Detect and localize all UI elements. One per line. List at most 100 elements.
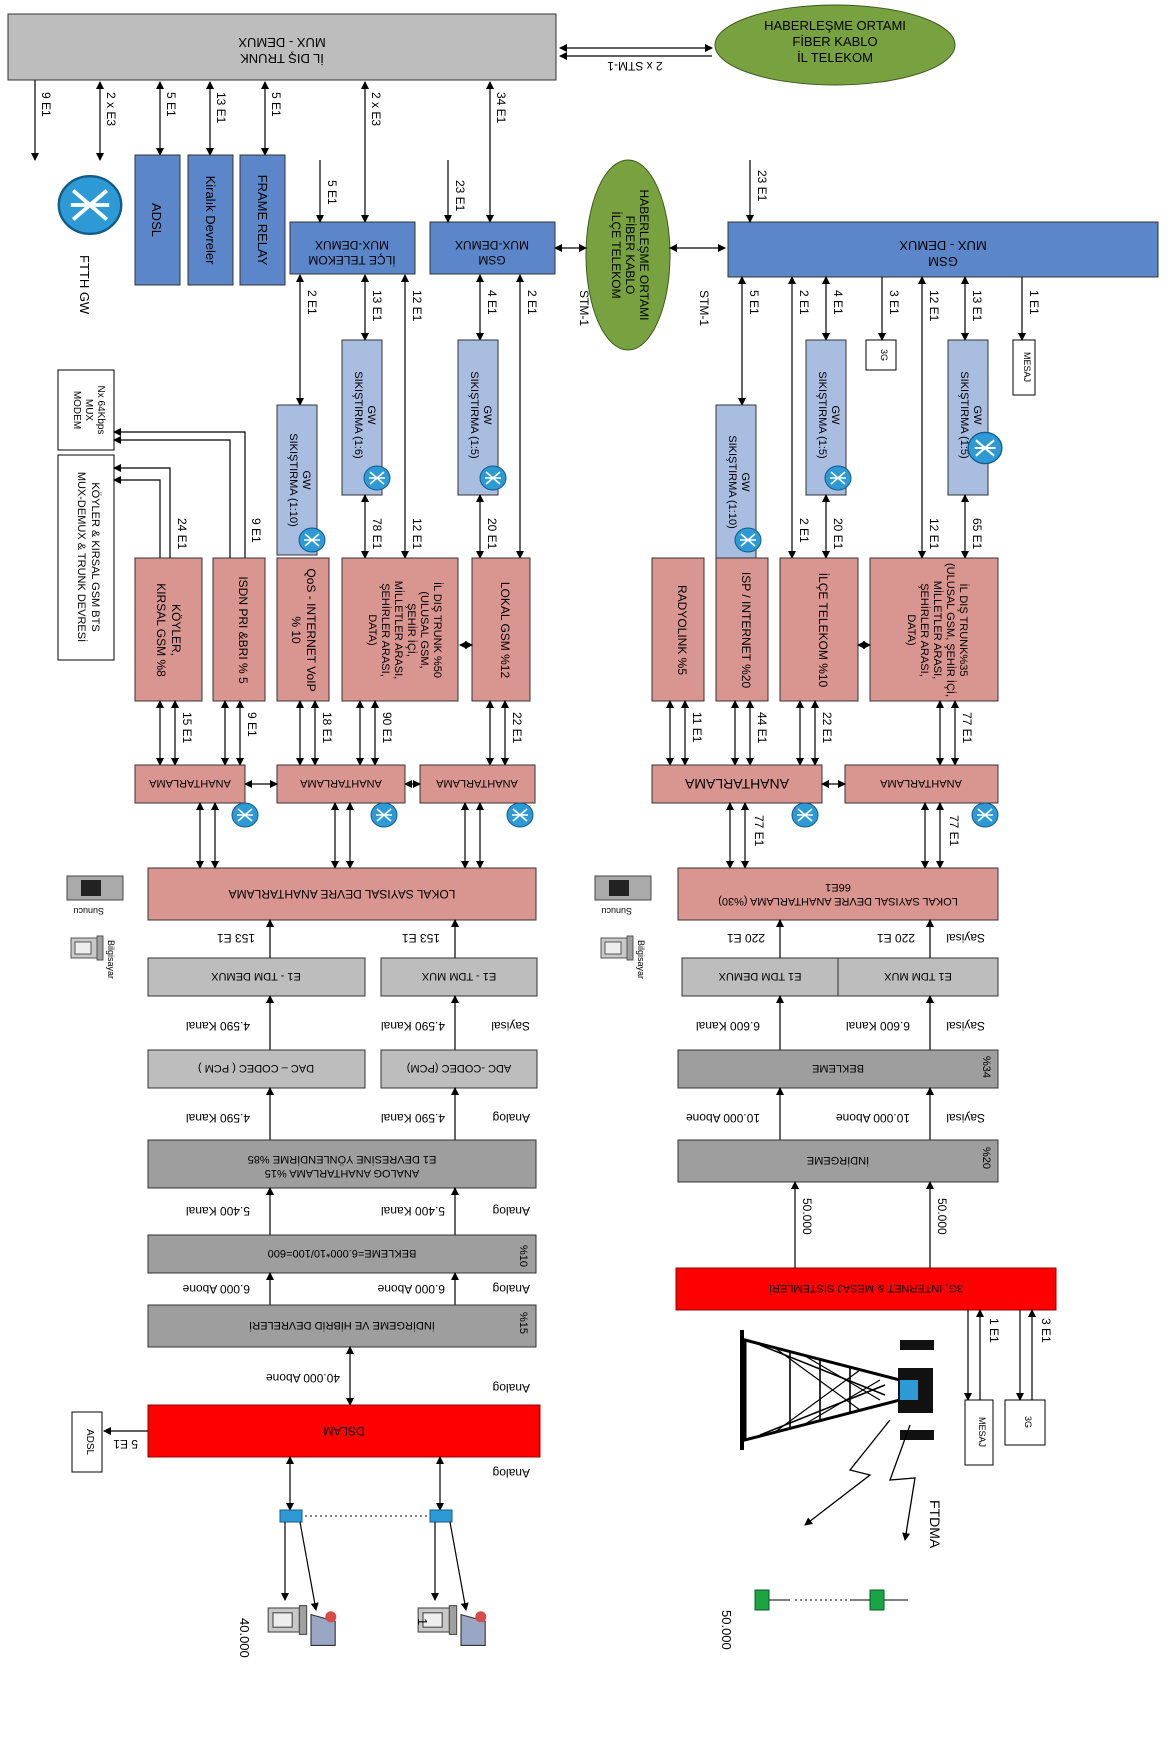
right-50000-b: 50.000 [935, 1198, 949, 1235]
splitter-icon [280, 1510, 302, 1522]
right-link-22e1: 22 E1 [820, 712, 834, 744]
analog-left-a: Analog [493, 1111, 530, 1125]
kanal-4590-left-c: 4.590 Kanal [186, 1111, 250, 1125]
ilce-telekom-label: İLÇE TELEKOM %10 [816, 573, 830, 688]
right-link-13e1: 13 E1 [970, 290, 984, 322]
right-3e1-bottom: 3 E1 [1039, 1318, 1053, 1343]
right-link-65e1: 65 E1 [970, 518, 984, 550]
ilce-telekom-mux-label: İLÇE TELEKOMMUX-DEMUX [308, 238, 395, 267]
sunucu-label: Sunucu [73, 906, 104, 916]
trunk-link-5e1-b: 5 E1 [269, 92, 283, 117]
analog-left-b: Analog [493, 1204, 530, 1218]
left-link-12e1-b: 12 E1 [410, 518, 424, 550]
tdm-mux-right-label: E1 TDM MUX [884, 970, 952, 982]
lokal-sayisal-left-label: LOKAL SAYISAL DEVRE ANAHTARLAMA [229, 887, 456, 901]
right-link-11e1: 11 E1 [690, 712, 704, 743]
router-icon [299, 528, 325, 552]
right-kanal-6600-b: 6.600 Kanal [846, 1019, 910, 1033]
isp-label: ISP / INTERNET %20 [739, 572, 753, 689]
kanal-4590-left-b: 4.590 Kanal [381, 1019, 445, 1033]
anahtarlama-label-1: ANAHTARLAMA [148, 777, 230, 789]
router-icon [735, 528, 761, 552]
router-icon [792, 803, 818, 827]
isdn-label: ISDN PRI &BRI % 5 [236, 576, 250, 684]
gsm-in-23e1: 23 E1 [453, 180, 467, 212]
abone-40000: 40.000 Abone [266, 1371, 340, 1385]
anahtarlama-right-label-2: ANAHTARLAMA [879, 777, 961, 789]
left-link-18e1: 18 E1 [320, 712, 334, 744]
computer-icon [71, 936, 103, 960]
left-link-24e1: 24 E1 [175, 518, 189, 550]
right-link-4e1: 4 E1 [831, 290, 845, 315]
server-icon [67, 876, 123, 900]
computer-icon [268, 1606, 306, 1635]
analog-left-d: Analog [493, 1381, 530, 1395]
bekleme-right-label: BEKLEME [812, 1062, 864, 1074]
right-link-2e1: 2 E1 [797, 290, 811, 315]
e1-153-left-b: 153 E1 [402, 931, 440, 945]
abone-6000-a: 6.000 Abone [182, 1282, 250, 1296]
left-link-4e1: 4 E1 [485, 290, 499, 315]
right-50000-a: 50.000 [800, 1198, 814, 1235]
mesaj-label-bottom: MESAJ [977, 1417, 987, 1447]
mesaj-label-top: MESAJ [1022, 352, 1032, 382]
mobile-phone-icon [755, 1590, 769, 1610]
router-icon [968, 432, 1002, 463]
subscriber-1: 1 [415, 1618, 430, 1625]
tdm-demux-left-label: E1 - TDM DEMUX [211, 970, 301, 982]
radio-link-1-icon [805, 1420, 890, 1525]
dslam-label: DSLAM [323, 1424, 364, 1438]
adsl-service-label: ADSL [149, 203, 164, 237]
server-icon [595, 876, 651, 900]
indirgeme-right-label: İNDİRGEME [807, 1154, 869, 1167]
ftth-gw-label: FTTH GW [77, 255, 92, 315]
lokal-sayisal-right-box [678, 868, 998, 920]
bekleme-left-label: BEKLEME=6.000*10/100=600 [268, 1247, 417, 1259]
kanal-4590-left-a: 4.590 Kanal [186, 1019, 250, 1033]
router-icon [371, 803, 397, 827]
right-link-1e1: 1 E1 [1027, 290, 1041, 315]
left-link-78e1: 78 E1 [370, 518, 384, 550]
right-50000-mobiles: 50.000 [719, 1610, 734, 1650]
kanal-5400-b: 5.400 Kanal [381, 1204, 445, 1218]
right-1e1-bottom: 1 E1 [987, 1318, 1001, 1343]
kanal-4590-left-d: 4.590 Kanal [381, 1111, 445, 1125]
ilce-in-5e1: 5 E1 [325, 180, 339, 205]
right-gsm-in-23e1: 23 E1 [755, 170, 769, 202]
right-link-20e1: 20 E1 [831, 518, 845, 550]
left-link-9e1-c: 9 E1 [245, 712, 259, 737]
router-icon [364, 466, 390, 490]
dac-codec-label: DAC – CODEC ( PCM ) [198, 1062, 314, 1074]
anahtarlama-label-2: ANAHTARLAMA [299, 777, 381, 789]
left-link-9e1: 9 E1 [249, 518, 263, 543]
splitter-icon [430, 1510, 452, 1522]
right-link-2e1-b: 2 E1 [797, 518, 811, 543]
ftth-router-icon [59, 176, 121, 234]
right-link-5e1: 5 E1 [747, 290, 761, 315]
right-sayisal-a: Sayisal [946, 931, 985, 945]
phone-icon [461, 1611, 486, 1645]
sunucu-label-right: Sunucu [601, 906, 632, 916]
pct20-label: %20 [980, 1147, 992, 1169]
left-link-22e1: 22 E1 [510, 712, 524, 744]
router-icon [825, 466, 851, 490]
pct10-label: %10 [517, 1245, 529, 1267]
analog-left-c: Analog [493, 1282, 530, 1296]
radyolink-label: RADYOLINK %5 [675, 585, 689, 675]
tdm-demux-right-label: E1 TDM DEMUX [718, 970, 802, 982]
left-link-12e1: 12 E1 [410, 290, 424, 322]
sayisal-left: Sayisal [491, 1019, 530, 1033]
il-dis-trunk-label: İL DIŞ TRUNKMUX - DEMUX [238, 35, 326, 66]
right-77e1-a: 77 E1 [752, 815, 766, 847]
frame-relay-label: FRAME RELAY [255, 175, 270, 266]
left-link-15e1: 15 E1 [180, 712, 194, 744]
sistemler-label: 3G, INTERNET & MESAJ SİSTEMLERİ [769, 1282, 963, 1295]
right-kanal-6600-a: 6.600 Kanal [696, 1019, 760, 1033]
left-link-20e1: 20 E1 [485, 518, 499, 550]
anahtarlama-label-3: ANAHTARLAMA [435, 777, 517, 789]
subscriber-40000: 40.000 [237, 1618, 252, 1658]
bilgisayar-label: Bilgisayar [106, 940, 116, 979]
kiralik-devreler-label: Kiralık Devreler [203, 176, 218, 266]
mobile-phone-icon [870, 1590, 884, 1610]
